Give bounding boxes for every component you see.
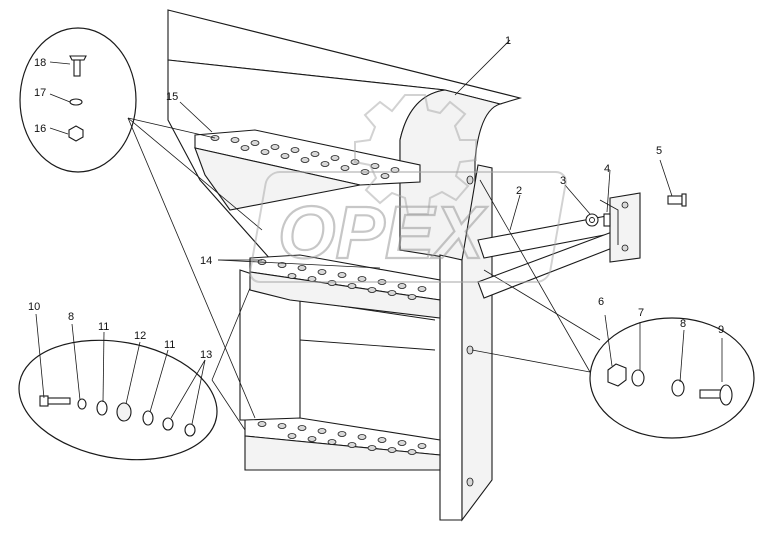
- callout-12: 12: [134, 330, 146, 342]
- callout-3: 3: [560, 175, 566, 187]
- bracket-nut: [585, 213, 611, 227]
- callout-2: 2: [516, 185, 522, 197]
- upper-tread-holes: [210, 135, 400, 179]
- callout-16: 16: [34, 123, 46, 135]
- callout-18: 18: [34, 57, 46, 69]
- callout-1: 1: [505, 35, 511, 47]
- callout-labels: 1 2 3 4 5 6 7 8 8 9 10 11 11 12 13 14 15…: [28, 35, 724, 361]
- callout-13: 13: [200, 349, 212, 361]
- callout-7: 7: [638, 307, 644, 319]
- callout-5: 5: [656, 145, 662, 157]
- bolt-5: [667, 193, 687, 207]
- callout-10: 10: [28, 301, 40, 313]
- callout-8-right: 8: [680, 318, 686, 330]
- callout-9: 9: [718, 324, 724, 336]
- watermark-text: OPEX: [278, 191, 488, 274]
- callout-8-left: 8: [68, 311, 74, 323]
- callout-14: 14: [200, 255, 212, 267]
- opex-watermark: OPEX: [249, 94, 567, 283]
- detail-ellipse-right: [589, 317, 755, 439]
- callout-15: 15: [166, 91, 178, 103]
- bottom-tread: [244, 417, 441, 471]
- middle-tread: [249, 254, 441, 319]
- callout-4: 4: [604, 163, 610, 175]
- bottom-tread-holes: [257, 421, 427, 455]
- side-plate-holes: [466, 175, 474, 487]
- callout-6: 6: [598, 296, 604, 308]
- callout-11-right: 11: [164, 339, 175, 351]
- detail-ellipse-left: [18, 339, 218, 461]
- middle-tread-holes: [257, 259, 427, 300]
- callout-17: 17: [34, 87, 46, 99]
- callout-11-left: 11: [98, 321, 109, 333]
- detail-circle-top: [19, 27, 137, 173]
